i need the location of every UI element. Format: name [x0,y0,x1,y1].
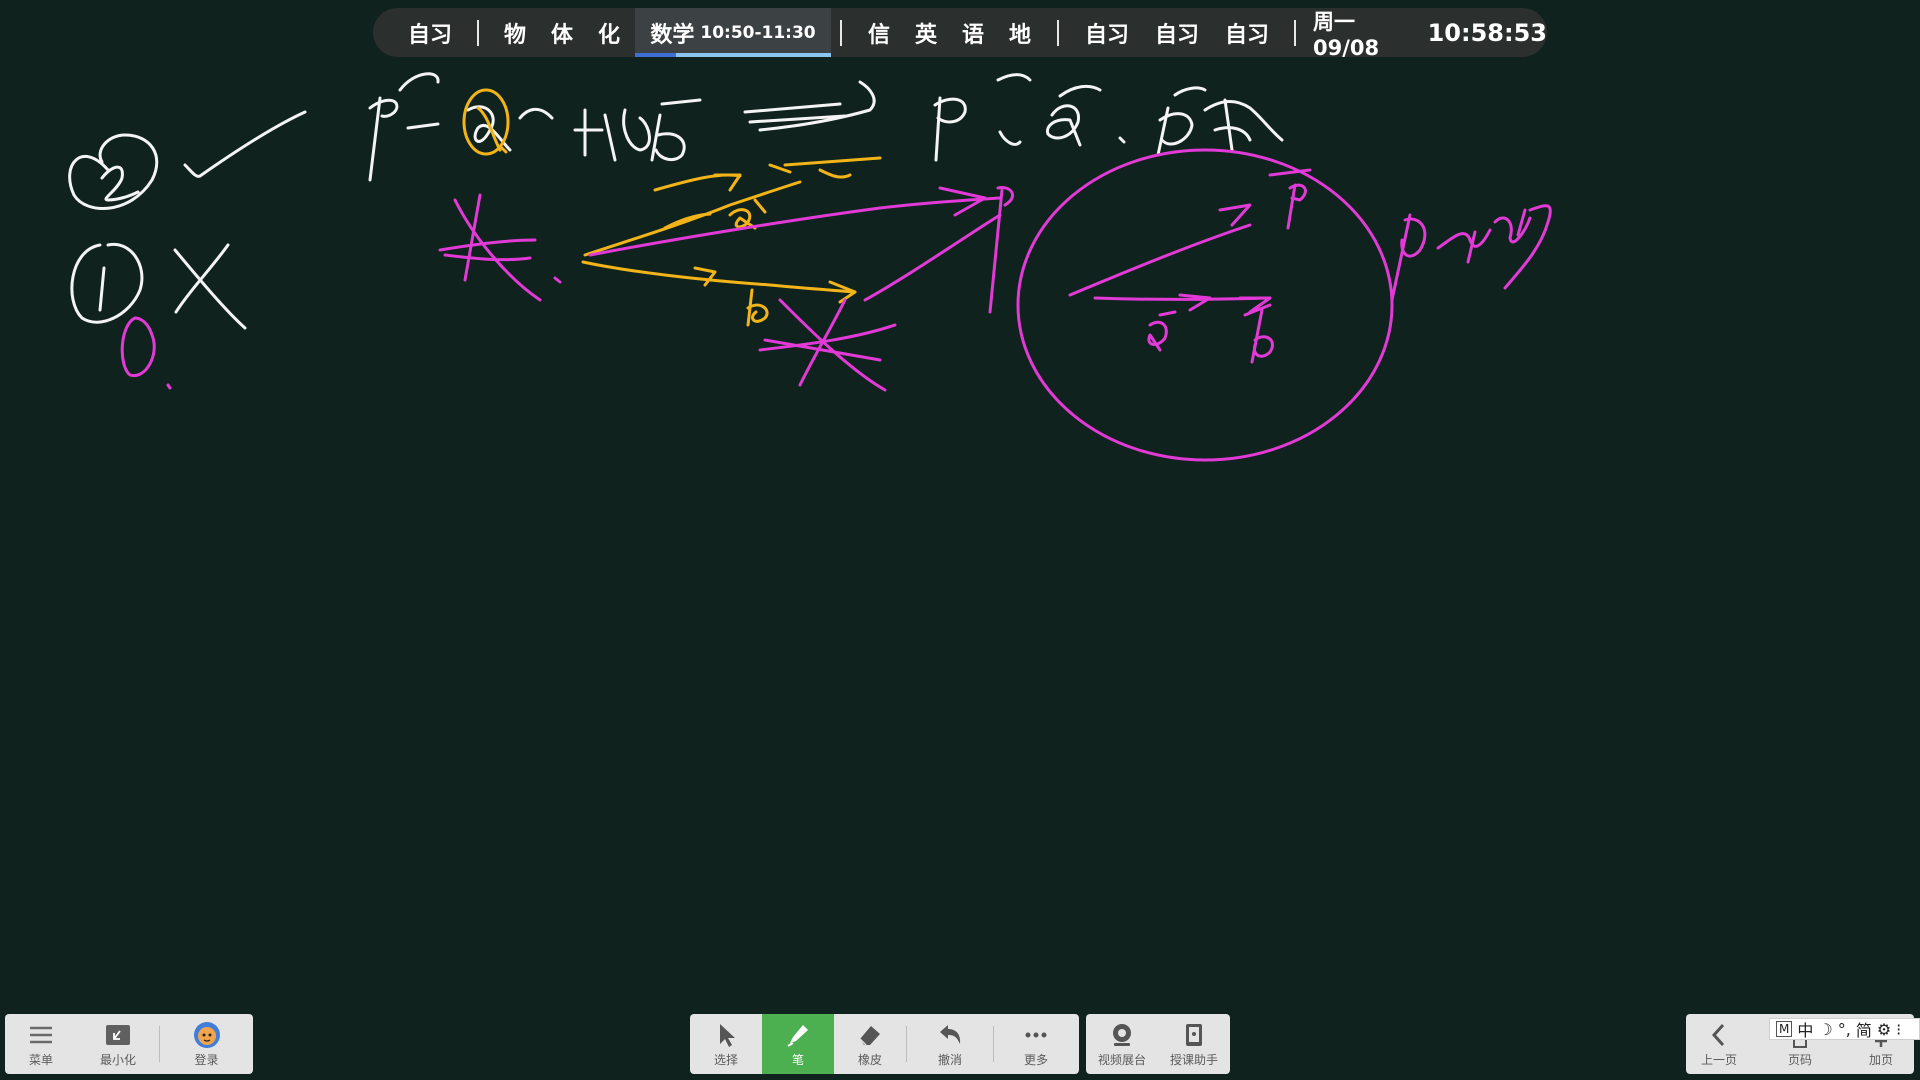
ime-punctuation[interactable]: °, [1837,1019,1851,1039]
prev-page-label: 上一页 [1700,1052,1737,1067]
schedule-divider [1294,20,1296,46]
chevron-left-icon [1711,1023,1725,1046]
video-booth-label: 视频展台 [1097,1052,1146,1067]
more-button[interactable]: 更多 [994,1014,1078,1074]
eraser-tool-label: 橡皮 [857,1052,882,1067]
undo-label: 撤消 [937,1052,962,1067]
ime-language[interactable]: 中 [1797,1021,1814,1040]
pen-tool-button[interactable]: 笔 [762,1014,834,1074]
more-icon [1025,1032,1047,1037]
ime-charset[interactable]: 简 [1855,1021,1872,1040]
teaching-assistant-label: 授课助手 [1169,1052,1218,1067]
prev-page-button[interactable]: 上一页 [1686,1014,1752,1074]
schedule-slot[interactable]: 自习 [1225,22,1270,48]
avatar-icon [193,1021,220,1048]
eraser-icon [859,1025,880,1046]
menu-button[interactable]: 菜单 [5,1014,77,1074]
schedule-slot[interactable]: 自习 [408,22,453,48]
class-progress-bar [635,53,831,57]
pink-ink [120,148,1552,462]
teaching-assistant-button[interactable]: 授课助手 [1158,1014,1230,1074]
eraser-tool-button[interactable]: 橡皮 [834,1014,906,1074]
left-toolbar: 菜单 最小化 登录 [5,1014,253,1074]
cursor-icon [720,1023,735,1047]
drawing-toolbar: 选择 笔 橡皮 撤消 更多 [690,1014,1079,1074]
select-tool-button[interactable]: 选择 [690,1014,762,1074]
current-class[interactable]: 数学 10:50-11:30 [635,8,831,57]
clock: 10:58:53 [1427,18,1547,47]
schedule-divider [840,20,842,46]
undo-icon [940,1024,961,1044]
yellow-ink [462,88,882,327]
tablet-icon [1186,1023,1202,1046]
schedule-divider [1057,20,1059,46]
schedule-divider [477,20,479,46]
menu-label: 菜单 [28,1052,53,1067]
video-booth-button[interactable]: 视频展台 [1086,1014,1158,1074]
minimize-icon [106,1024,130,1045]
date-label: 周一 09/08 [1313,9,1380,60]
add-page-button[interactable]: 加页 [1848,1014,1914,1074]
class-progress-fill [635,53,677,57]
page-number-label: 页码 [1787,1052,1812,1067]
schedule-slot[interactable]: 语 [962,22,985,48]
login-label: 登录 [194,1052,219,1067]
toolbar-divider [159,1026,160,1062]
toolbar-divider [993,1026,994,1062]
camera-icon [1113,1023,1131,1046]
moon-icon[interactable]: ☽ [1818,1019,1833,1039]
login-button[interactable]: 登录 [160,1014,253,1074]
current-class-label: 数学 [650,22,695,48]
more-label: 更多 [1023,1052,1048,1067]
schedule-slot[interactable]: 地 [1009,22,1032,48]
schedule-slot[interactable]: 化 [598,22,621,48]
add-page-label: 加页 [1868,1052,1893,1067]
grip-icon[interactable]: ⁝ [1896,1019,1902,1039]
toolbar-divider [906,1026,907,1062]
ime-status-bar[interactable]: M 中 ☽ °, 简 ⚙ ⁝ [1769,1018,1920,1040]
class-schedule-bar: 自习 物 体 化 数学 10:50-11:30 信 英 语 地 自习 自习 自习… [373,8,1547,60]
pen-icon [787,1024,808,1047]
white-ink [68,72,1284,330]
menu-icon [30,1026,52,1043]
schedule-slot[interactable]: 物 [504,22,527,48]
schedule-slot[interactable]: 自习 [1085,22,1130,48]
minimize-label: 最小化 [99,1052,136,1067]
pen-tool-label: 笔 [791,1052,804,1067]
current-class-time: 10:50-11:30 [700,22,816,43]
undo-button[interactable]: 撤消 [907,1014,993,1074]
schedule-slot[interactable]: 信 [868,22,891,48]
schedule-slot[interactable]: 英 [915,22,938,48]
schedule-slot[interactable]: 体 [551,22,574,48]
schedule-slot[interactable]: 自习 [1155,22,1200,48]
whiteboard-canvas[interactable] [0,0,1920,1010]
select-tool-label: 选择 [713,1052,738,1067]
minimize-button[interactable]: 最小化 [77,1014,159,1074]
gear-icon[interactable]: ⚙ [1876,1019,1892,1039]
teaching-tools-toolbar: 视频展台 授课助手 [1086,1014,1230,1074]
ime-mode[interactable]: M [1776,1021,1793,1037]
